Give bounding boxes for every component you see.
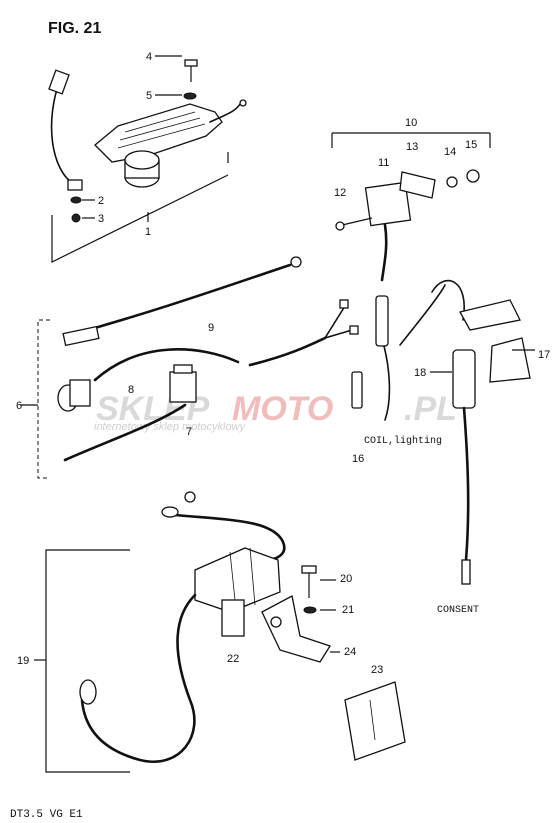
callout-22: 22 xyxy=(227,653,239,665)
callout-3: 3 xyxy=(98,213,104,225)
watermark-tagline: internetowy sklep motocyklowy xyxy=(94,421,247,433)
figure-title: FIG. 21 xyxy=(48,20,101,37)
callout-23: 23 xyxy=(371,664,383,676)
callout-12: 12 xyxy=(334,187,346,199)
callout-17: 17 xyxy=(538,349,550,361)
group-6-harness xyxy=(20,256,359,479)
callout-21: 21 xyxy=(342,604,354,616)
group-19-ignition-coil xyxy=(34,491,406,773)
callout-11: 11 xyxy=(378,157,389,169)
callout-2: 2 xyxy=(98,195,104,207)
callout-24: 24 xyxy=(344,646,356,658)
callout-18: 18 xyxy=(414,367,426,379)
lighting-coil-lead xyxy=(431,279,531,585)
callout-16: 16 xyxy=(352,453,364,465)
callout-13: 13 xyxy=(406,141,418,153)
consent-note: CONSENT xyxy=(437,605,479,616)
coil-lighting-note: COIL,lighting xyxy=(364,435,442,447)
callout-8: 8 xyxy=(128,384,134,396)
callout-15: 15 xyxy=(465,139,477,151)
watermark-brand-c: .PL xyxy=(404,390,457,428)
watermark: SKLEP MOTO .PL internetowy sklep motocyk… xyxy=(94,390,457,433)
group-10-regulator xyxy=(331,132,491,421)
callout-14: 14 xyxy=(444,146,456,158)
callout-1: 1 xyxy=(145,226,151,238)
callout-9: 9 xyxy=(208,322,214,334)
callout-10: 10 xyxy=(405,117,417,129)
callout-19: 19 xyxy=(17,655,29,667)
group-1-stator-assembly xyxy=(48,59,247,263)
callout-4: 4 xyxy=(146,51,152,63)
callout-20: 20 xyxy=(340,573,352,585)
watermark-brand-b: MOTO xyxy=(232,390,333,428)
figure-footer: DT3.5 VG E1 xyxy=(10,809,83,821)
callout-6: 6 xyxy=(16,400,22,412)
callouts: 4 5 2 3 1 10 11 13 14 15 12 9 6 8 7 17 1… xyxy=(16,51,550,676)
callout-7: 7 xyxy=(186,426,192,438)
callout-5: 5 xyxy=(146,90,152,102)
